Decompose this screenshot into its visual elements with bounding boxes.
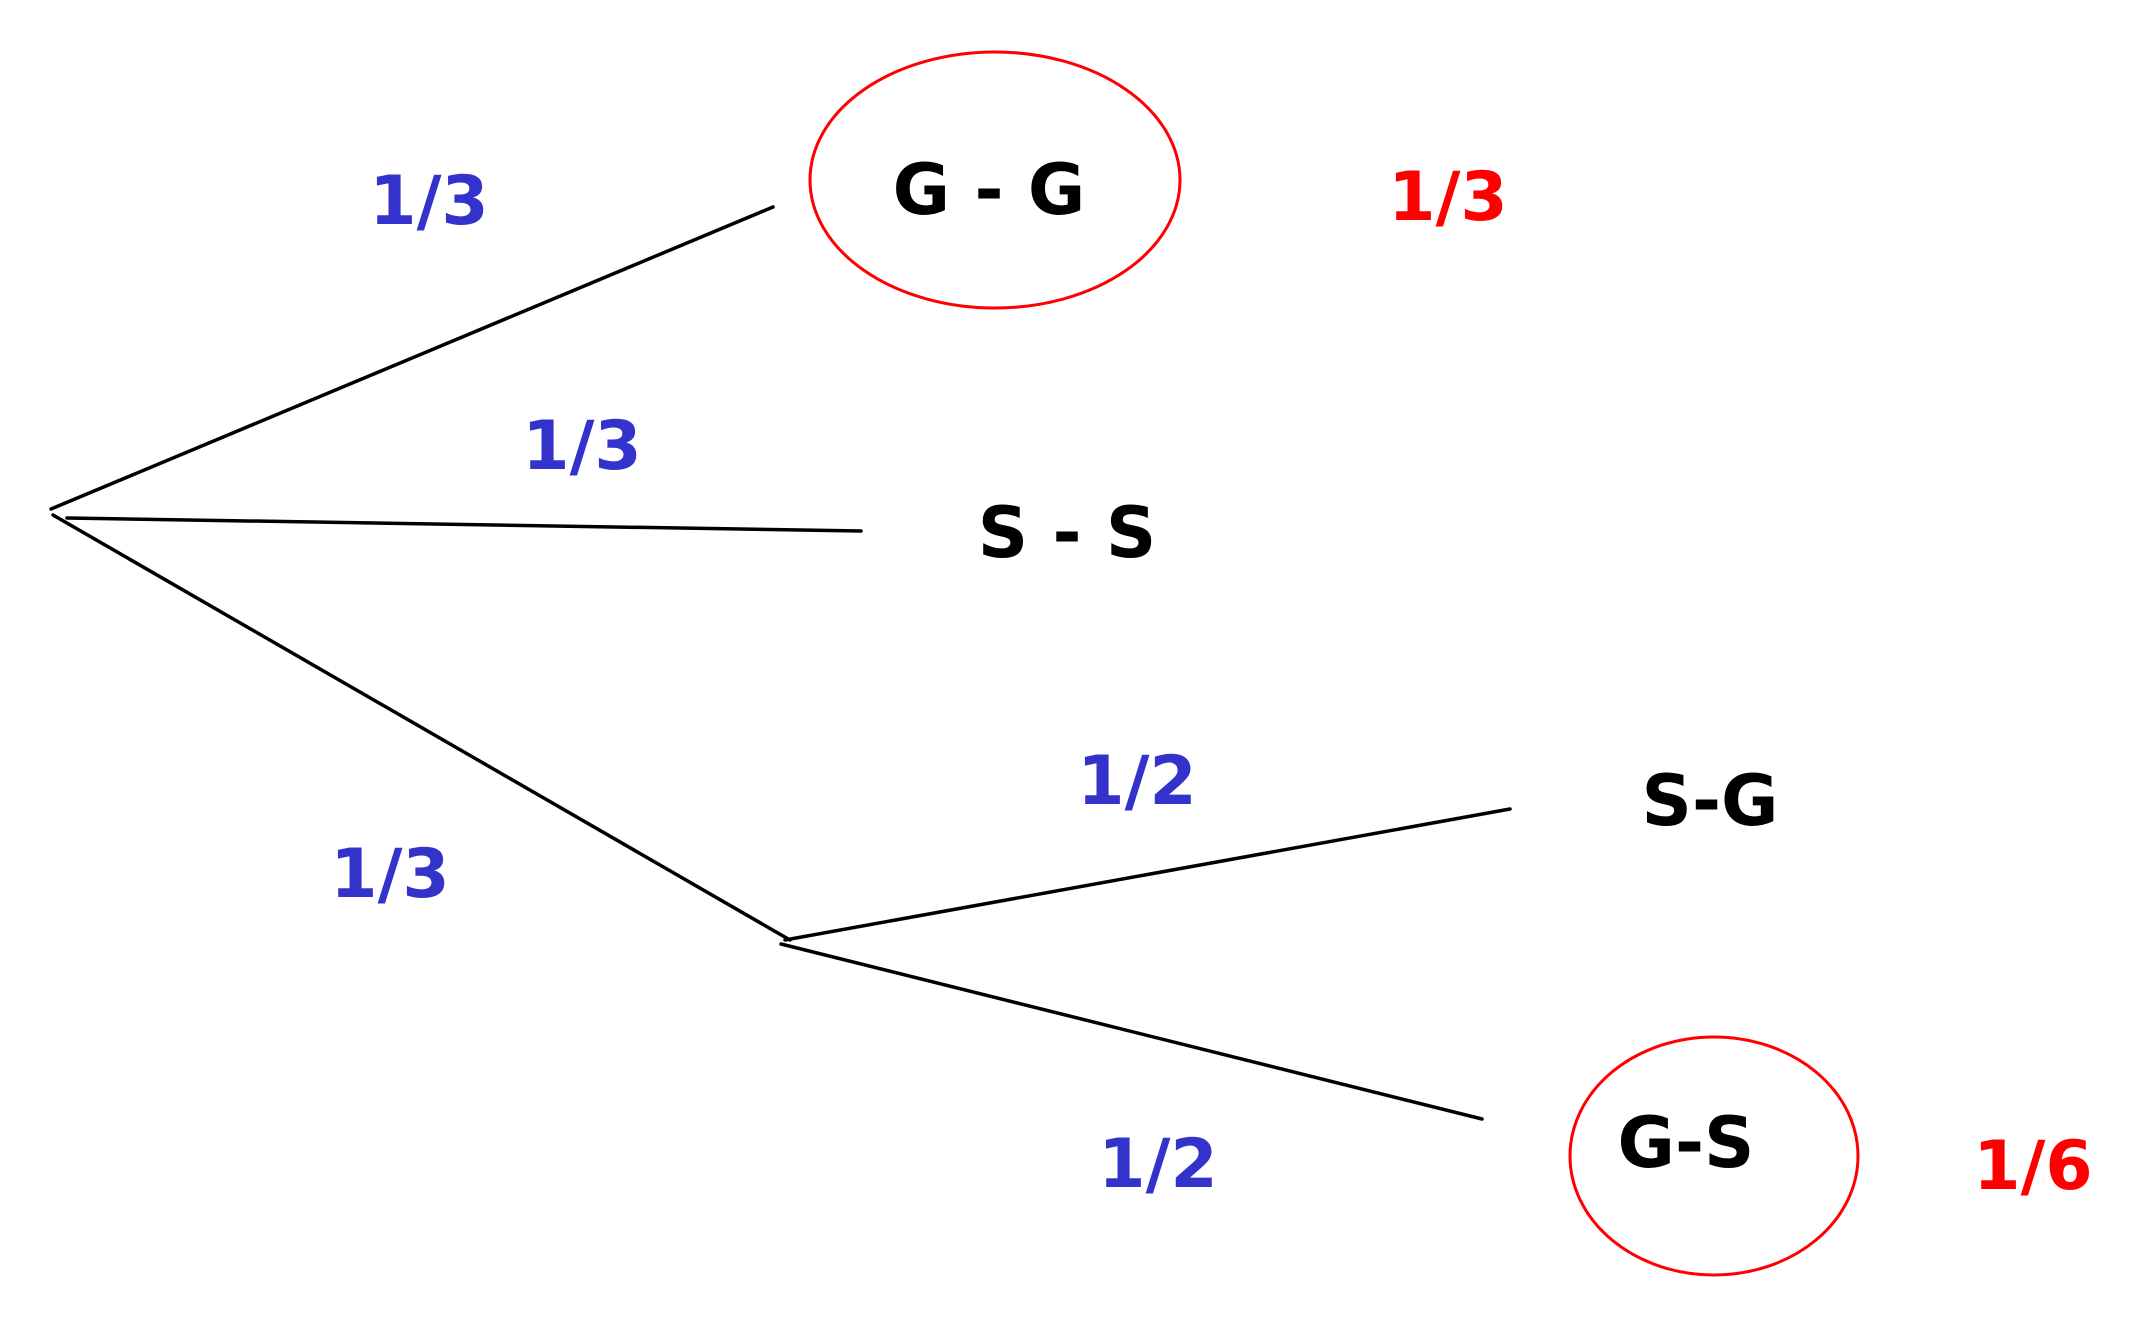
outcome-gs: G-S — [1618, 1102, 1755, 1184]
highlight-circle-gs — [1568, 1035, 1860, 1277]
branch-root-to-ss — [65, 516, 863, 533]
branch-probability-ss: 1/3 — [522, 407, 641, 486]
branch-mixed-to-sg — [783, 807, 1512, 942]
outcome-sg: S-G — [1642, 760, 1779, 842]
result-probability-gs: 1/6 — [1973, 1127, 2092, 1206]
branch-probability-sg: 1/2 — [1077, 742, 1196, 821]
branch-mixed-to-gs — [779, 942, 1484, 1121]
result-probability-gg: 1/3 — [1388, 158, 1507, 237]
branch-root-to-mixed — [51, 513, 792, 942]
outcome-ss: S - S — [978, 492, 1157, 574]
branch-root-to-gg — [49, 205, 775, 511]
branch-probability-mixed: 1/3 — [330, 835, 449, 914]
branch-probability-gg: 1/3 — [369, 162, 488, 241]
branch-probability-gs: 1/2 — [1098, 1125, 1217, 1204]
outcome-gg: G - G — [893, 149, 1086, 231]
highlight-circle-gg — [808, 50, 1182, 310]
